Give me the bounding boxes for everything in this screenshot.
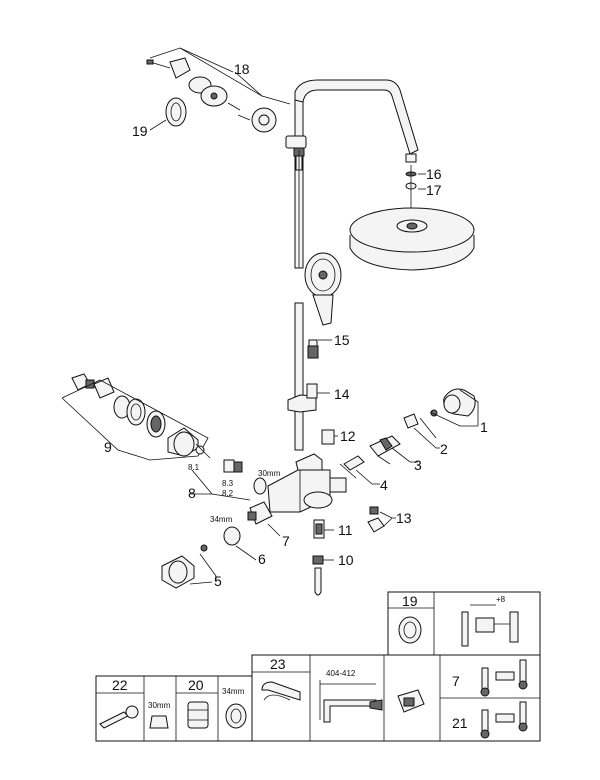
callout-3: 3 — [414, 457, 422, 473]
tables-22-20: 22 20 30mm 34mm — [95, 675, 253, 742]
shower-riser-group: 16 17 15 14 — [285, 79, 475, 451]
table-23-label: 23 — [270, 656, 286, 672]
callout-14: 14 — [334, 386, 350, 402]
table-22-label: 22 — [112, 677, 128, 693]
callout-12: 12 — [340, 428, 356, 444]
dim-404-412: 404-412 — [326, 669, 356, 678]
callout-18: 18 — [234, 61, 250, 77]
callout-4: 4 — [380, 477, 388, 493]
table-19: 19 +8 — [387, 591, 541, 656]
wall-bracket-icon — [146, 57, 277, 133]
table-20-label: 20 — [188, 677, 204, 693]
left-parts: 9 8.1 8.3 8.2 8 7 34mm 6 5 — [61, 373, 290, 589]
callout-6: 6 — [258, 551, 266, 567]
callout-15: 15 — [334, 332, 350, 348]
table-7-label: 7 — [452, 673, 460, 689]
nut-icon — [161, 555, 195, 589]
mixer-body-icon — [267, 453, 347, 513]
callout-2: 2 — [440, 441, 448, 457]
spout-group: 11 10 — [312, 519, 354, 596]
callout-1: 1 — [480, 419, 488, 435]
callout-11: 11 — [338, 522, 353, 538]
callout-5: 5 — [214, 573, 222, 589]
callout-10: 10 — [338, 552, 354, 568]
sleeve-icon — [167, 427, 199, 457]
callout-8-1: 8.1 — [188, 463, 200, 472]
seal-icon — [165, 97, 187, 127]
tool-30mm: 30mm — [148, 701, 171, 710]
callout-8: 8 — [188, 485, 196, 501]
callout-19: 19 — [132, 123, 148, 139]
callout-13: 13 — [396, 510, 412, 526]
thermostat-parts: 1 2 3 4 13 — [339, 388, 488, 533]
callout-17: 17 — [426, 182, 442, 198]
dim-34mm: 34mm — [210, 515, 233, 524]
table-21-label: 21 — [452, 715, 468, 731]
cartridge-icon — [369, 435, 401, 457]
wrench-icon — [99, 705, 139, 729]
thermometer-icon — [480, 659, 528, 739]
dim-plus8: +8 — [496, 595, 506, 604]
wall-bracket-group: 18 19 — [132, 47, 291, 139]
tool-34mm: 34mm — [222, 687, 245, 696]
callout-8-3: 8.3 — [222, 479, 234, 488]
table-19-label: 19 — [402, 593, 418, 609]
table-23: 23 404-412 7 21 — [251, 654, 541, 742]
callout-16: 16 — [426, 166, 442, 182]
callout-8-2: 8.2 — [222, 489, 234, 498]
dim-30mm: 30mm — [258, 469, 281, 478]
shower-head-icon — [349, 207, 475, 271]
callout-9: 9 — [104, 439, 112, 455]
hand-shower-icon — [304, 252, 342, 326]
callout-7: 7 — [282, 533, 290, 549]
